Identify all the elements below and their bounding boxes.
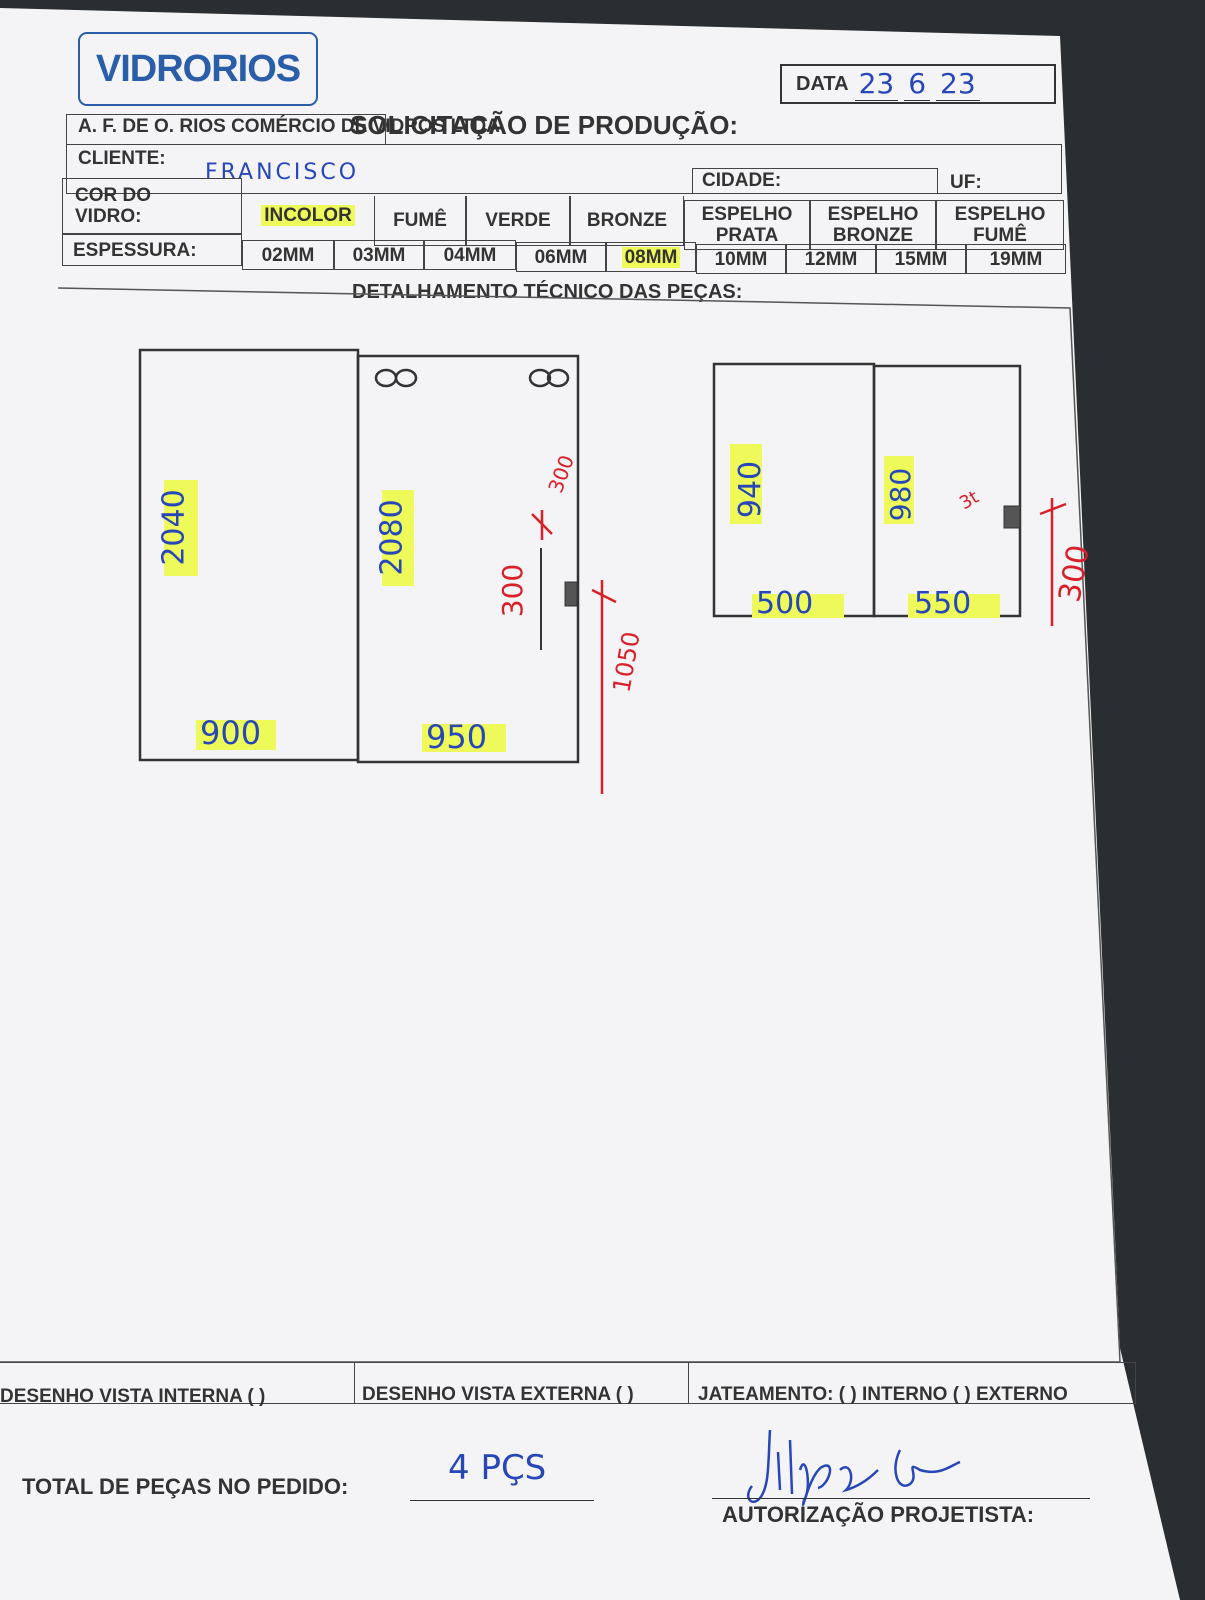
authorization-line (712, 1498, 1090, 1499)
date-day[interactable]: 23 (854, 67, 899, 101)
footer-options-row (0, 1362, 1136, 1404)
thickness-04mm[interactable]: 04MM (424, 240, 516, 270)
color-verde-label: VERDE (485, 210, 551, 231)
thickness-08mm[interactable]: 08MM (606, 242, 696, 272)
total-pieces-value[interactable]: 4 PÇS (448, 1448, 547, 1488)
color-option-bronze[interactable]: BRONZE (570, 196, 684, 246)
date-year[interactable]: 23 (936, 67, 980, 101)
thickness-12mm[interactable]: 12MM (786, 244, 876, 274)
color-incolor-label: INCOLOR (261, 204, 355, 226)
red-dimension-right (1039, 498, 1067, 626)
thickness-06mm[interactable]: 06MM (516, 242, 606, 272)
hinge-icon (374, 368, 570, 388)
color-espelho-bronze-label: ESPELHO BRONZE (827, 204, 919, 246)
color-bronze-label: BRONZE (586, 210, 668, 231)
city-label: CIDADE: (702, 170, 782, 191)
view-external-option[interactable]: DESENHO VISTA EXTERNA ( ) (362, 1384, 634, 1405)
red-dimension-left (531, 510, 617, 794)
client-label: CLIENTE: (78, 148, 166, 169)
thickness-02mm[interactable]: 02MM (242, 240, 334, 270)
signature-stroke (747, 1429, 961, 1506)
date-box: DATA 23 6 23 (780, 64, 1056, 104)
color-option-fume[interactable]: FUMÊ (374, 196, 466, 246)
color-option-verde[interactable]: VERDE (466, 196, 570, 246)
city-cell (692, 168, 938, 194)
glass-color-label: COR DO VIDRO: (62, 178, 242, 234)
handle-icon (564, 581, 578, 607)
client-row (66, 144, 1062, 194)
color-espelho-prata-label: ESPELHO PRATA (701, 204, 793, 246)
total-pieces-label: TOTAL DE PEÇAS NO PEDIDO: (22, 1474, 349, 1499)
company-row (66, 114, 386, 144)
thickness-label: ESPESSURA: (62, 234, 242, 266)
company-name: A. F. DE O. RIOS COMÉRCIO DE VIDROS LTDA (78, 116, 500, 137)
technical-detail-title: DETALHAMENTO TÉCNICO DAS PEÇAS: (352, 281, 743, 303)
form-title: SOLICITAÇÃO DE PRODUÇÃO: (350, 110, 739, 140)
company-logo: VIDRORIOS (78, 32, 318, 106)
color-espelho-fume-label: ESPELHO FUMÊ (954, 204, 1046, 246)
sandblast-option[interactable]: JATEAMENTO: ( ) INTERNO ( ) EXTERNO (698, 1384, 1068, 1405)
thickness-15mm[interactable]: 15MM (876, 244, 966, 274)
thickness-19mm[interactable]: 19MM (966, 244, 1066, 274)
total-pieces-line (410, 1500, 594, 1501)
color-option-incolor[interactable]: INCOLOR (242, 196, 374, 234)
date-month[interactable]: 6 (904, 67, 931, 101)
footer-divider-1 (354, 1362, 355, 1404)
thickness-03mm[interactable]: 03MM (334, 240, 424, 270)
color-option-espelho-fume[interactable]: ESPELHO FUMÊ (936, 200, 1064, 250)
authorization-label: AUTORIZAÇÃO PROJETISTA: (722, 1502, 1035, 1527)
client-name[interactable]: FRANCISCO (205, 160, 360, 185)
left-panel-b-width[interactable]: 950 (426, 718, 488, 756)
color-fume-label: FUMÊ (393, 210, 447, 231)
color-option-espelho-prata[interactable]: ESPELHO PRATA (684, 200, 810, 250)
uf-label: UF: (950, 172, 982, 193)
thickness-10mm[interactable]: 10MM (696, 244, 786, 274)
footer-divider-2 (688, 1362, 689, 1404)
date-label: DATA (796, 72, 849, 95)
right-panel-b-width[interactable]: 550 (914, 586, 972, 621)
measurement-highlights (164, 444, 1000, 752)
right-panel-a-width[interactable]: 500 (756, 586, 814, 621)
color-option-espelho-bronze[interactable]: ESPELHO BRONZE (810, 200, 936, 250)
left-panel-a-width[interactable]: 900 (200, 714, 262, 752)
lock-icon (1003, 505, 1021, 529)
left-panel-b-outline (356, 354, 580, 764)
view-internal-option[interactable]: DESENHO VISTA INTERNA ( ) (0, 1386, 266, 1407)
